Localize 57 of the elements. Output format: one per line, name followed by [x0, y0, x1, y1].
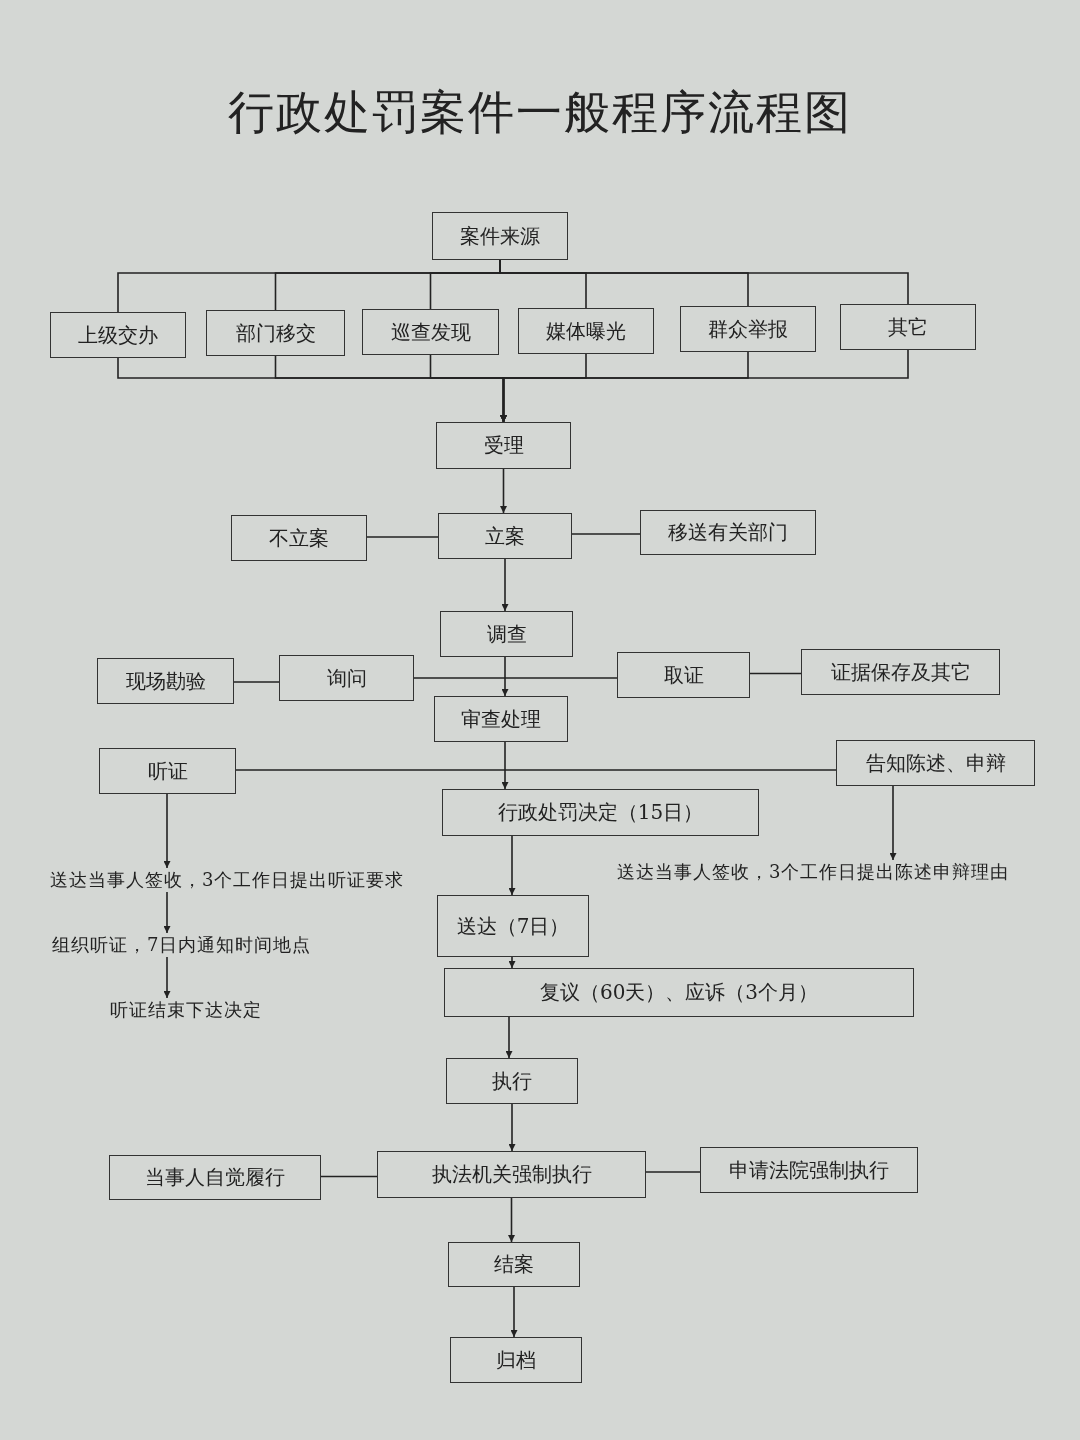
connector-line — [645, 1171, 701, 1173]
process-box: 受理 — [436, 422, 571, 469]
process-box: 审查处理 — [434, 696, 568, 742]
process-box: 现场勘验 — [97, 658, 234, 704]
process-box: 告知陈述、申辩 — [836, 740, 1035, 786]
process-box: 案件来源 — [432, 212, 568, 260]
process-box: 其它 — [840, 304, 976, 350]
process-box: 巡查发现 — [362, 309, 499, 355]
process-box: 立案 — [438, 513, 572, 559]
process-box: 申请法院强制执行 — [700, 1147, 918, 1193]
connector-line — [499, 259, 909, 305]
step-text: 送达当事人签收，3个工作日提出陈述申辩理由 — [617, 860, 1079, 884]
process-box: 送达（7日） — [437, 895, 589, 957]
connector-line — [571, 533, 641, 535]
connector-line — [320, 1175, 378, 1178]
connector-line — [366, 536, 439, 538]
process-box: 归档 — [450, 1337, 582, 1383]
arrow — [510, 1286, 518, 1338]
process-box: 执法机关强制执行 — [377, 1151, 646, 1198]
process-box: 结案 — [448, 1242, 580, 1287]
arrow — [501, 558, 509, 612]
arrow — [501, 741, 509, 790]
process-box: 当事人自觉履行 — [109, 1155, 321, 1200]
process-box: 调查 — [440, 611, 573, 657]
process-box: 移送有关部门 — [640, 510, 816, 555]
process-box: 执行 — [446, 1058, 578, 1104]
process-box: 取证 — [617, 652, 750, 698]
process-box: 不立案 — [231, 515, 367, 561]
connector-line — [235, 769, 837, 771]
connector-line — [413, 677, 618, 679]
process-box: 证据保存及其它 — [801, 649, 1000, 695]
process-box: 群众举报 — [680, 306, 816, 352]
connector-line — [749, 672, 802, 675]
arrow — [163, 793, 171, 869]
process-box: 行政处罚决定（15日） — [442, 789, 759, 836]
arrow — [508, 835, 516, 896]
arrow — [501, 656, 509, 697]
process-box: 媒体曝光 — [518, 308, 654, 354]
process-box: 询问 — [279, 655, 414, 701]
step-text: 组织听证，7日内通知时间地点 — [52, 933, 372, 957]
arrow — [889, 785, 897, 861]
step-text: 听证结束下达决定 — [110, 998, 300, 1022]
arrow — [163, 891, 171, 934]
arrow — [508, 956, 516, 969]
step-text: 送达当事人签收，3个工作日提出听证要求 — [50, 868, 480, 892]
arrow — [505, 1016, 513, 1059]
arrow — [163, 956, 171, 999]
title: 行政处罚案件一般程序流程图 — [227, 84, 853, 141]
process-box: 上级交办 — [50, 312, 186, 358]
arrow — [508, 1103, 516, 1152]
process-box: 复议（60天）、应诉（3个月） — [444, 968, 914, 1017]
process-box: 部门移交 — [206, 310, 345, 356]
connector-line — [233, 681, 280, 683]
process-box: 听证 — [99, 748, 236, 794]
arrow — [508, 1197, 515, 1243]
arrow — [500, 349, 909, 423]
arrow — [500, 468, 507, 514]
